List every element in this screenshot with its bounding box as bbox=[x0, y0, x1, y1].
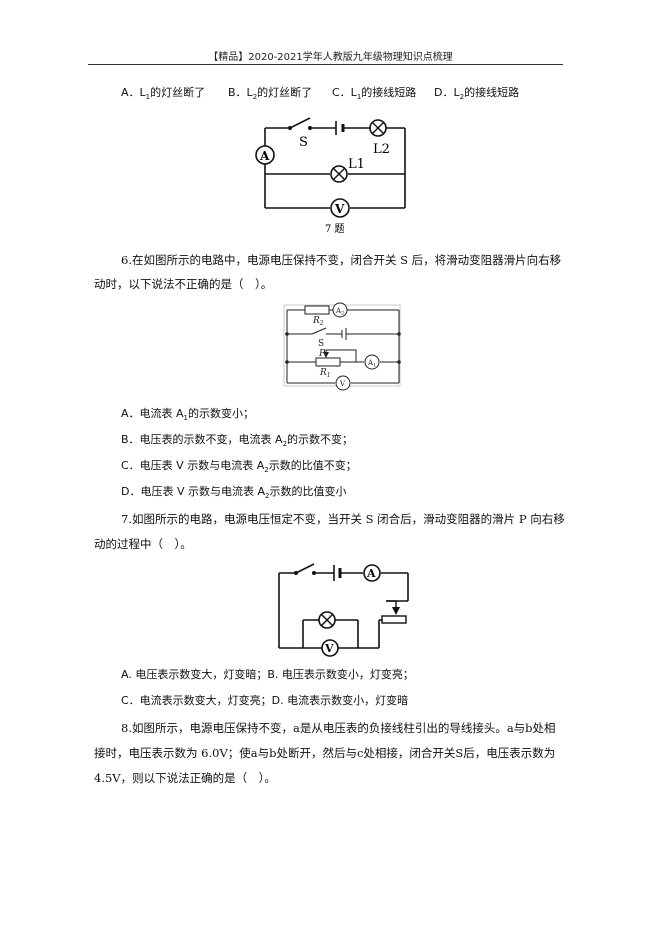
fig7-l1-label: L1 bbox=[348, 157, 365, 172]
q6-option-a: A．电流表 A1的示数变小； bbox=[121, 407, 255, 423]
fig7-switch-label: S bbox=[299, 135, 308, 150]
fig7-ammeter-label: A bbox=[259, 149, 270, 163]
voltmeter-icon bbox=[330, 198, 350, 218]
fig6-a1-label: A1 bbox=[367, 359, 376, 369]
header-rule bbox=[88, 64, 563, 65]
fig7-voltmeter-label: V bbox=[334, 202, 345, 216]
q7-voltmeter-label: V bbox=[324, 642, 334, 655]
q7-stem-line2: 动的过程中（ ）。 bbox=[94, 537, 192, 551]
q7-ammeter-label: A bbox=[366, 567, 376, 580]
fig6-r2-label: R2 bbox=[312, 316, 324, 327]
q7-options-line1: A. 电压表示数变大，灯变暗；B. 电压表示数变小，灯变亮； bbox=[121, 668, 414, 681]
q6-option-c: C．电压表 V 示数与电流表 A2示数的比值不变； bbox=[121, 459, 357, 475]
ammeter-icon bbox=[255, 145, 275, 165]
q6-option-b: B．电压表的示数不变，电流表 A2的示数不变； bbox=[121, 433, 354, 449]
q6-option-d: D．电压表 V 示数与电流表 A2示数的比值变小 bbox=[121, 485, 347, 501]
fig6-r1-label: R1 bbox=[319, 368, 331, 379]
lamp-icon bbox=[318, 611, 336, 629]
q6-stem-line2: 动时，以下说法不正确的是（ ）。 bbox=[94, 277, 273, 291]
fig7-l2-label: L2 bbox=[373, 142, 390, 157]
q8-stem-line3: 4.5V，则以下说法正确的是（ ）。 bbox=[94, 771, 276, 785]
fig6-v-label: V bbox=[339, 380, 346, 388]
ammeter-a1-icon bbox=[364, 354, 380, 370]
fig6-switch-label: S bbox=[318, 339, 324, 349]
rheostat-icon bbox=[381, 615, 407, 624]
q7-stem-line1: 7.如图所示的电路，电源电压恒定不变，当开关 S 闭合后，滑动变阻器的滑片 P … bbox=[121, 512, 565, 526]
q5-option-c: C．L1的接线短路 bbox=[332, 86, 417, 102]
page-header: 【精品】2020-2021学年人教版九年级物理知识点梳理 bbox=[208, 52, 453, 63]
ammeter-a2-icon bbox=[332, 302, 348, 318]
q7-options-line2: C．电流表示数变大，灯变亮；D. 电流表示数变小，灯变暗 bbox=[121, 694, 409, 707]
voltmeter-icon bbox=[321, 639, 339, 657]
fig7-caption: 7 题 bbox=[325, 223, 345, 235]
slider-arrow-icon bbox=[323, 352, 329, 358]
q6-stem-line1: 6.在如图所示的电路中，电源电压保持不变，闭合开关 S 后，将滑动变阻器滑片向右… bbox=[121, 253, 562, 267]
lamp-l1-icon bbox=[330, 165, 348, 183]
slider-arrow-icon bbox=[392, 607, 400, 615]
fig6-a2-label: A2 bbox=[335, 307, 344, 317]
ammeter-icon bbox=[363, 564, 381, 582]
q5-option-d: D．L2的接线短路 bbox=[434, 86, 520, 102]
fig6-p-label: P bbox=[318, 349, 326, 359]
voltmeter-icon bbox=[335, 375, 351, 391]
q5-option-a: A．L1的灯丝断了 bbox=[121, 86, 206, 102]
q5-option-b: B．L2的灯丝断了 bbox=[228, 86, 313, 102]
q8-stem-line1: 8.如图所示，电源电压保持不变，a是从电压表的负接线柱引出的导线接头。a与b处相 bbox=[121, 721, 556, 735]
lamp-l2-icon bbox=[369, 119, 387, 137]
q8-stem-line2: 接时，电压表示数为 6.0V；使a与b处断开，然后与c处相接，闭合开关S后，电压… bbox=[94, 746, 556, 760]
